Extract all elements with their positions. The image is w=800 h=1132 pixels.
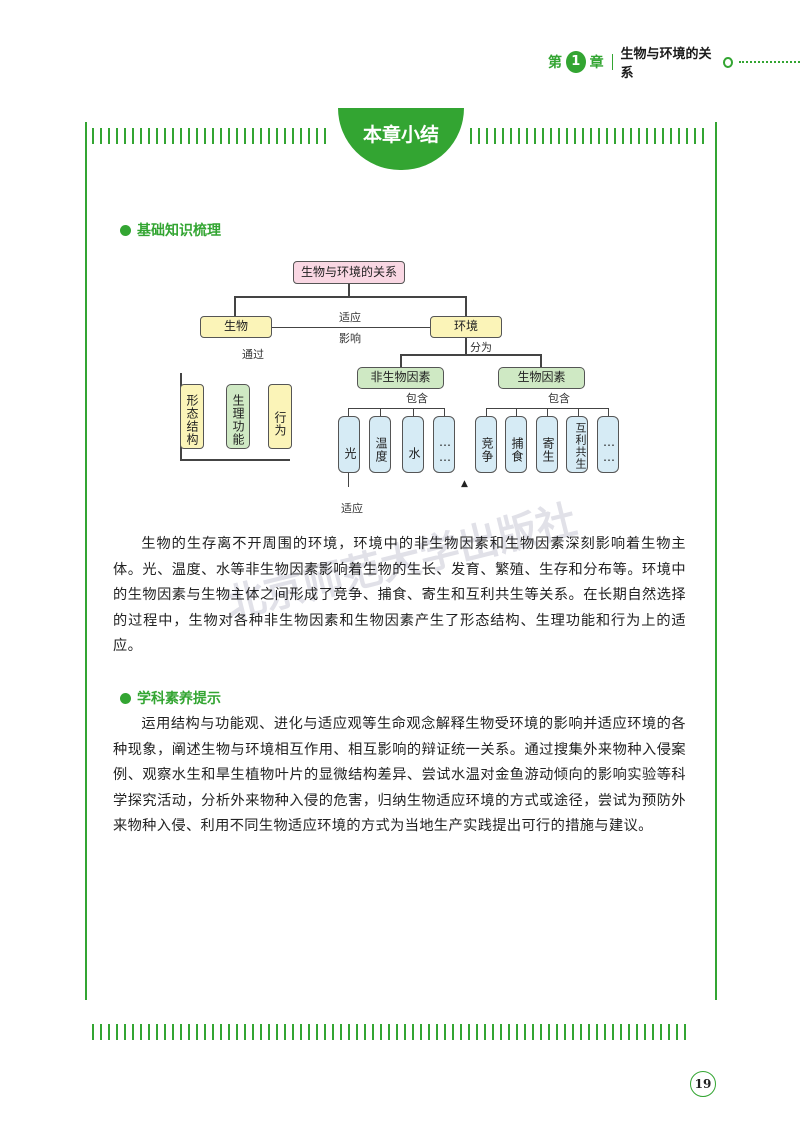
concept-diagram: ▲ 生物与环境的关系 生物 环境 非生物因素 生物因素 适应 影响 通过 分为 …	[0, 0, 800, 520]
include-label-2: 包含	[548, 392, 570, 405]
through-label: 通过	[242, 348, 264, 361]
biotic-item-predation: 捕食	[505, 416, 527, 473]
up-arrow-icon: ▲	[461, 479, 468, 489]
abiotic-box: 非生物因素	[357, 367, 444, 389]
chapter-header: 第 1 章 生物与环境的关系	[548, 47, 800, 81]
top-left-ticks	[92, 128, 326, 144]
top-right-ticks	[470, 128, 704, 144]
ring-dot-icon	[723, 56, 734, 68]
organism-box: 生物	[200, 316, 272, 338]
bullet-icon	[120, 692, 131, 704]
chapter-prefix: 第	[548, 55, 562, 71]
page-frame	[85, 122, 717, 1000]
biotic-item-mutualism: 互利共生	[566, 416, 588, 473]
summary-paragraph: 生物的生存离不开周围的环境，环境中的非生物因素和生物因素深刻影响着生物主体。光、…	[113, 536, 686, 654]
chapter-suffix: 章	[589, 55, 604, 71]
organism-item-physiology: 生理功能	[226, 384, 250, 449]
section-title-literacy-tips: 学科素养提示	[120, 688, 221, 708]
abiotic-item-water: 水	[402, 416, 424, 473]
section-title-basic-knowledge: 基础知识梳理	[120, 220, 221, 240]
biotic-item-parasitism: 寄生	[536, 416, 558, 473]
chapter-title: 生物与环境的关系	[620, 47, 712, 81]
abiotic-item-more: ……	[433, 416, 455, 473]
adapt-label: 适应	[339, 311, 361, 324]
influence-label: 影响	[339, 332, 361, 345]
page-number: 19	[690, 1071, 716, 1097]
chapter-number: 1	[566, 51, 586, 73]
biotic-item-more: ……	[597, 416, 619, 473]
header-divider	[611, 54, 613, 70]
section-title-text: 基础知识梳理	[137, 223, 221, 239]
include-label-1: 包含	[406, 392, 428, 405]
organism-item-behavior: 行为	[268, 384, 292, 449]
environment-box: 环境	[430, 316, 502, 338]
abiotic-item-light: 光	[338, 416, 360, 473]
root-box: 生物与环境的关系	[293, 261, 405, 284]
divide-label: 分为	[470, 341, 492, 354]
bottom-adapt-label: 适应	[341, 502, 363, 515]
bottom-ticks	[92, 1024, 686, 1040]
literacy-paragraph: 运用结构与功能观、进化与适应观等生命观念解释生物受环境的影响并适应环境的各种现象…	[113, 716, 686, 834]
organism-item-morphology: 形态结构	[180, 384, 204, 449]
biotic-box: 生物因素	[498, 367, 585, 389]
biotic-item-competition: 竞争	[475, 416, 497, 473]
bullet-icon	[120, 224, 131, 236]
abiotic-item-temperature: 温度	[369, 416, 391, 473]
dotted-rule	[739, 61, 800, 63]
section-title-text: 学科素养提示	[137, 691, 221, 707]
